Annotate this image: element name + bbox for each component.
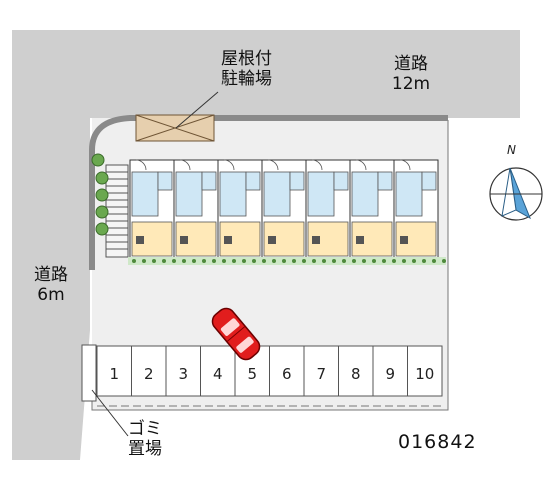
- strip-plant: [152, 259, 156, 263]
- bicycle-parking-label: 屋根付 駐輪場: [221, 49, 272, 89]
- apartment-unit-2: [173, 159, 219, 261]
- north-road-label-line1: 道路: [394, 54, 428, 74]
- parking-space-number: 9: [385, 365, 395, 383]
- planting-strip: [128, 257, 446, 265]
- parking-space-1: 1: [96, 345, 132, 397]
- strip-plant: [392, 259, 396, 263]
- strip-plant: [352, 259, 356, 263]
- roof-label-leader: [175, 91, 219, 129]
- apartment-unit-1: [129, 159, 175, 261]
- apartment-unit-7: [393, 159, 439, 261]
- north-road: [12, 30, 520, 118]
- strip-plant: [192, 259, 196, 263]
- garbage-label-line1: ゴミ: [128, 419, 162, 439]
- garbage-label: ゴミ 置場: [128, 419, 162, 459]
- parking-space-number: 3: [178, 365, 188, 383]
- strip-plant: [422, 259, 426, 263]
- strip-plant: [232, 259, 236, 263]
- shrub-4: [95, 222, 109, 236]
- north-road-label: 道路 12m: [384, 54, 438, 94]
- shrub-1: [95, 171, 109, 185]
- compass-icon: [489, 167, 543, 221]
- parking-space-number: 8: [351, 365, 361, 383]
- bicycle-parking-label-line1: 屋根付: [221, 49, 272, 69]
- west-road-label-line2: 6m: [37, 284, 65, 305]
- strip-plant: [372, 259, 376, 263]
- parking-space-number: 10: [415, 365, 434, 383]
- strip-plant: [302, 259, 306, 263]
- apartment-unit-6: [349, 159, 395, 261]
- apartment-unit-3: [217, 159, 263, 261]
- parking-space-4: 4: [200, 345, 236, 397]
- strip-plant: [342, 259, 346, 263]
- shrub-3: [95, 205, 109, 219]
- strip-plant: [432, 259, 436, 263]
- strip-plant: [162, 259, 166, 263]
- garbage-area: [81, 344, 97, 402]
- west-road-label: 道路 6m: [24, 265, 78, 305]
- strip-plant: [222, 259, 226, 263]
- strip-plant: [442, 259, 446, 263]
- strip-plant: [282, 259, 286, 263]
- strip-plant: [412, 259, 416, 263]
- shrub-5: [91, 153, 105, 167]
- strip-plant: [202, 259, 206, 263]
- parking-space-number: 5: [247, 365, 257, 383]
- strip-plant: [402, 259, 406, 263]
- bicycle-parking-label-line2: 駐輪場: [221, 68, 272, 89]
- strip-plant: [142, 259, 146, 263]
- north-road-label-line2: 12m: [391, 73, 431, 94]
- garbage-label-leader: [91, 389, 129, 437]
- strip-plant: [362, 259, 366, 263]
- car-icon: [211, 307, 261, 361]
- strip-plant: [212, 259, 216, 263]
- strip-plant: [332, 259, 336, 263]
- strip-plant: [322, 259, 326, 263]
- parking-space-number: 1: [109, 365, 119, 383]
- parking-space-2: 2: [131, 345, 167, 397]
- strip-plant: [252, 259, 256, 263]
- apartment-unit-5: [305, 159, 351, 261]
- parking-space-6: 6: [269, 345, 305, 397]
- west-road: [12, 30, 90, 460]
- parking-space-9: 9: [372, 345, 408, 397]
- west-road-label-line1: 道路: [34, 265, 68, 285]
- strip-plant: [382, 259, 386, 263]
- parking-space-3: 3: [165, 345, 201, 397]
- strip-plant: [262, 259, 266, 263]
- building-outer-wall: [89, 115, 448, 270]
- strip-plant: [182, 259, 186, 263]
- strip-plant: [272, 259, 276, 263]
- parking-space-number: 2: [144, 365, 154, 383]
- garbage-label-line2: 置場: [128, 438, 162, 459]
- parking-space-number: 6: [282, 365, 292, 383]
- strip-plant: [132, 259, 136, 263]
- parking-space-number: 7: [316, 365, 326, 383]
- parking-space-8: 8: [338, 345, 374, 397]
- property-code: 016842: [398, 431, 477, 453]
- strip-plant: [312, 259, 316, 263]
- parking-space-10: 10: [407, 345, 443, 397]
- shrub-2: [95, 188, 109, 202]
- compass-north-label: N: [507, 143, 516, 157]
- strip-plant: [172, 259, 176, 263]
- strip-plant: [292, 259, 296, 263]
- parking-space-number: 4: [213, 365, 223, 383]
- parking-space-7: 7: [303, 345, 339, 397]
- apartment-unit-4: [261, 159, 307, 261]
- strip-plant: [242, 259, 246, 263]
